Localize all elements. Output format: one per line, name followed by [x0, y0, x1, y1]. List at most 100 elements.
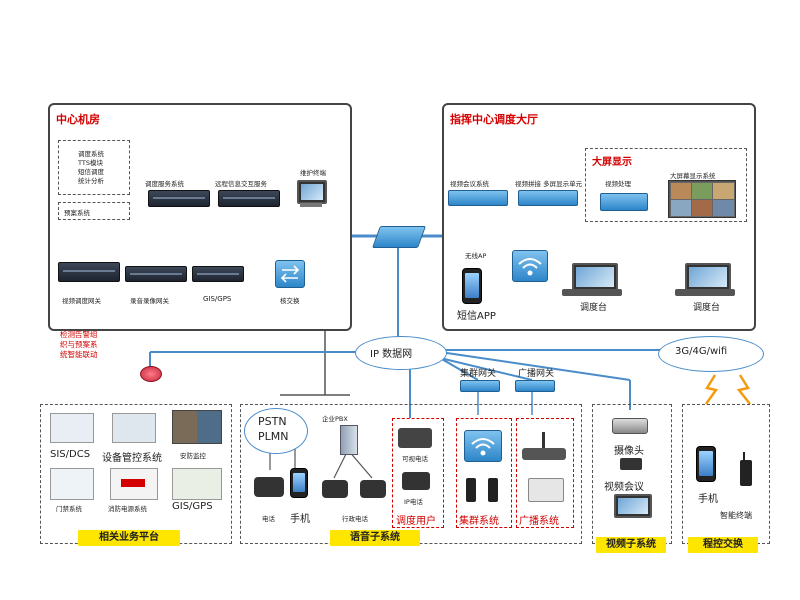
broadcast-gateway-icon: [515, 380, 555, 392]
dispatch-user-box: [392, 418, 444, 528]
microphone-icon: [542, 432, 545, 448]
security-monitor-label: 安防监控: [180, 452, 206, 460]
video-phone-icon: [398, 428, 432, 448]
console-2-monitor-icon: [685, 263, 731, 291]
screen-tile: [670, 199, 692, 217]
trunk-system-box: [456, 418, 512, 528]
video-conf-icon: [448, 190, 508, 206]
wireless-ap-icon: [512, 250, 548, 282]
software-item-1: 调度系统: [78, 150, 104, 158]
video-gateway-label: 视频调度网关: [62, 297, 101, 305]
mobile-network-cloud: [658, 336, 764, 372]
screen-tile: [670, 182, 692, 200]
software-item-2: TTS模块: [78, 159, 103, 167]
desk-phone-icon: [254, 477, 284, 497]
video-ctrl-label: 视频处理: [605, 180, 631, 188]
console-2-base: [675, 289, 735, 296]
exchange-mobile-label: 手机: [698, 494, 718, 505]
radio-icon-2: [488, 478, 498, 502]
record-gateway-icon: [125, 266, 187, 282]
broadcast-gateway-label: 广播网关: [518, 369, 555, 379]
broadcast-system-label: 广播系统: [519, 516, 559, 527]
video-conf-screen-icon: [614, 494, 652, 518]
plan-system-box: [58, 202, 130, 220]
command-hall-title: 指挥中心调度大厅: [450, 113, 538, 126]
remote-server-label: 远程信息交互服务: [215, 180, 267, 188]
fire-system-label: 消防电源系统: [108, 505, 147, 513]
smart-terminal-icon: [740, 452, 752, 486]
video-subsystem-label: 视频子系统: [596, 537, 666, 553]
console-1-base: [562, 289, 622, 296]
mobile-network-label: 3G/4G/wifi: [675, 346, 728, 357]
admin-phone-label: 行政电话: [342, 515, 368, 523]
alert-line-2: 织与预案系: [60, 340, 98, 349]
big-screen-sys-label: 大屏幕显示系统: [670, 172, 716, 180]
switch-arrows-icon: [280, 265, 300, 283]
video-conf-sub-label: 视频会议: [604, 482, 644, 493]
alert-line-1: 检测告警组: [60, 330, 98, 339]
trunk-system-label: 集群系统: [459, 516, 499, 527]
central-room-title: 中心机房: [56, 113, 100, 126]
camera-label: 摄像头: [614, 446, 644, 457]
video-gateway-icon: [58, 262, 120, 282]
screen-tile: [691, 182, 713, 200]
screen-tile: [712, 199, 735, 217]
trunk-gateway-label: 集群网关: [460, 369, 497, 379]
backbone-switch-icon: [371, 226, 427, 248]
plmn-label: PLMN: [258, 430, 289, 443]
radio-icon-1: [466, 478, 476, 502]
video-ctrl-icon: [600, 193, 648, 211]
mobile-label: 手机: [290, 514, 310, 525]
pbx-cabinet-icon: [340, 425, 358, 455]
core-switch-icon: [275, 260, 305, 288]
video-splice-icon: [518, 190, 578, 206]
software-list-box: [58, 140, 130, 195]
console-1-label: 调度台: [580, 303, 608, 313]
fire-system-image: [110, 468, 158, 500]
gis-server-icon: [192, 266, 244, 282]
video-conf-label: 视频会议系统: [450, 180, 489, 188]
related-platform-label: 相关业务平台: [78, 530, 180, 546]
ip-phone-label: IP电话: [404, 498, 423, 506]
exchange-mobile-icon: [696, 446, 716, 482]
sis-dcs-image: [50, 413, 94, 443]
speaker-unit-icon: [528, 478, 564, 502]
pstn-label: PSTN: [258, 415, 287, 428]
smart-terminal-label: 智能终端: [720, 511, 752, 520]
antenna-icon: [471, 438, 495, 456]
software-item-4: 统计分析: [78, 177, 104, 185]
broadcast-system-box: [516, 418, 574, 528]
big-screen-box: [585, 148, 747, 222]
maint-terminal-icon: [297, 180, 327, 204]
broadcast-console-icon: [522, 448, 566, 460]
mobile-phone-icon: [290, 468, 308, 498]
terminal-antenna: [743, 452, 745, 460]
phone-label: 电话: [262, 515, 275, 523]
central-room-panel: [48, 103, 352, 331]
big-screen-title: 大屏显示: [592, 157, 632, 168]
gis-gps-label: GIS/GPS: [203, 295, 232, 303]
big-screen-wall: [668, 180, 736, 218]
admin-phone-icon-1: [322, 480, 348, 498]
sms-app-label: 短信APP: [457, 311, 496, 322]
video-conf-terminal-icon: [620, 458, 642, 470]
ip-phone-icon: [402, 472, 430, 490]
alert-line-3: 统智能联动: [60, 350, 98, 359]
access-system-image: [50, 468, 94, 500]
trunk-base-station-icon: [464, 430, 502, 462]
equipment-ctrl-label: 设备管控系统: [102, 453, 162, 464]
admin-phone-icon-2: [360, 480, 386, 498]
gis-map-image: [172, 468, 222, 500]
gis-gps-platform-label: GIS/GPS: [172, 501, 213, 512]
voice-subsystem-label: 语音子系统: [330, 530, 420, 546]
screen-tile: [712, 182, 735, 200]
wireless-ap-label: 无线AP: [465, 252, 487, 260]
dispatch-server-icon: [148, 190, 210, 207]
software-item-3: 短信调度: [78, 168, 104, 176]
alert-text-block: 检测告警组 织与预案系 统智能联动: [60, 330, 120, 360]
camera-icon: [612, 418, 648, 434]
fire-alert-bar: [121, 479, 145, 487]
console-2-label: 调度台: [693, 303, 721, 313]
alarm-sensor-icon: [140, 366, 162, 382]
maint-terminal-base: [300, 203, 322, 207]
